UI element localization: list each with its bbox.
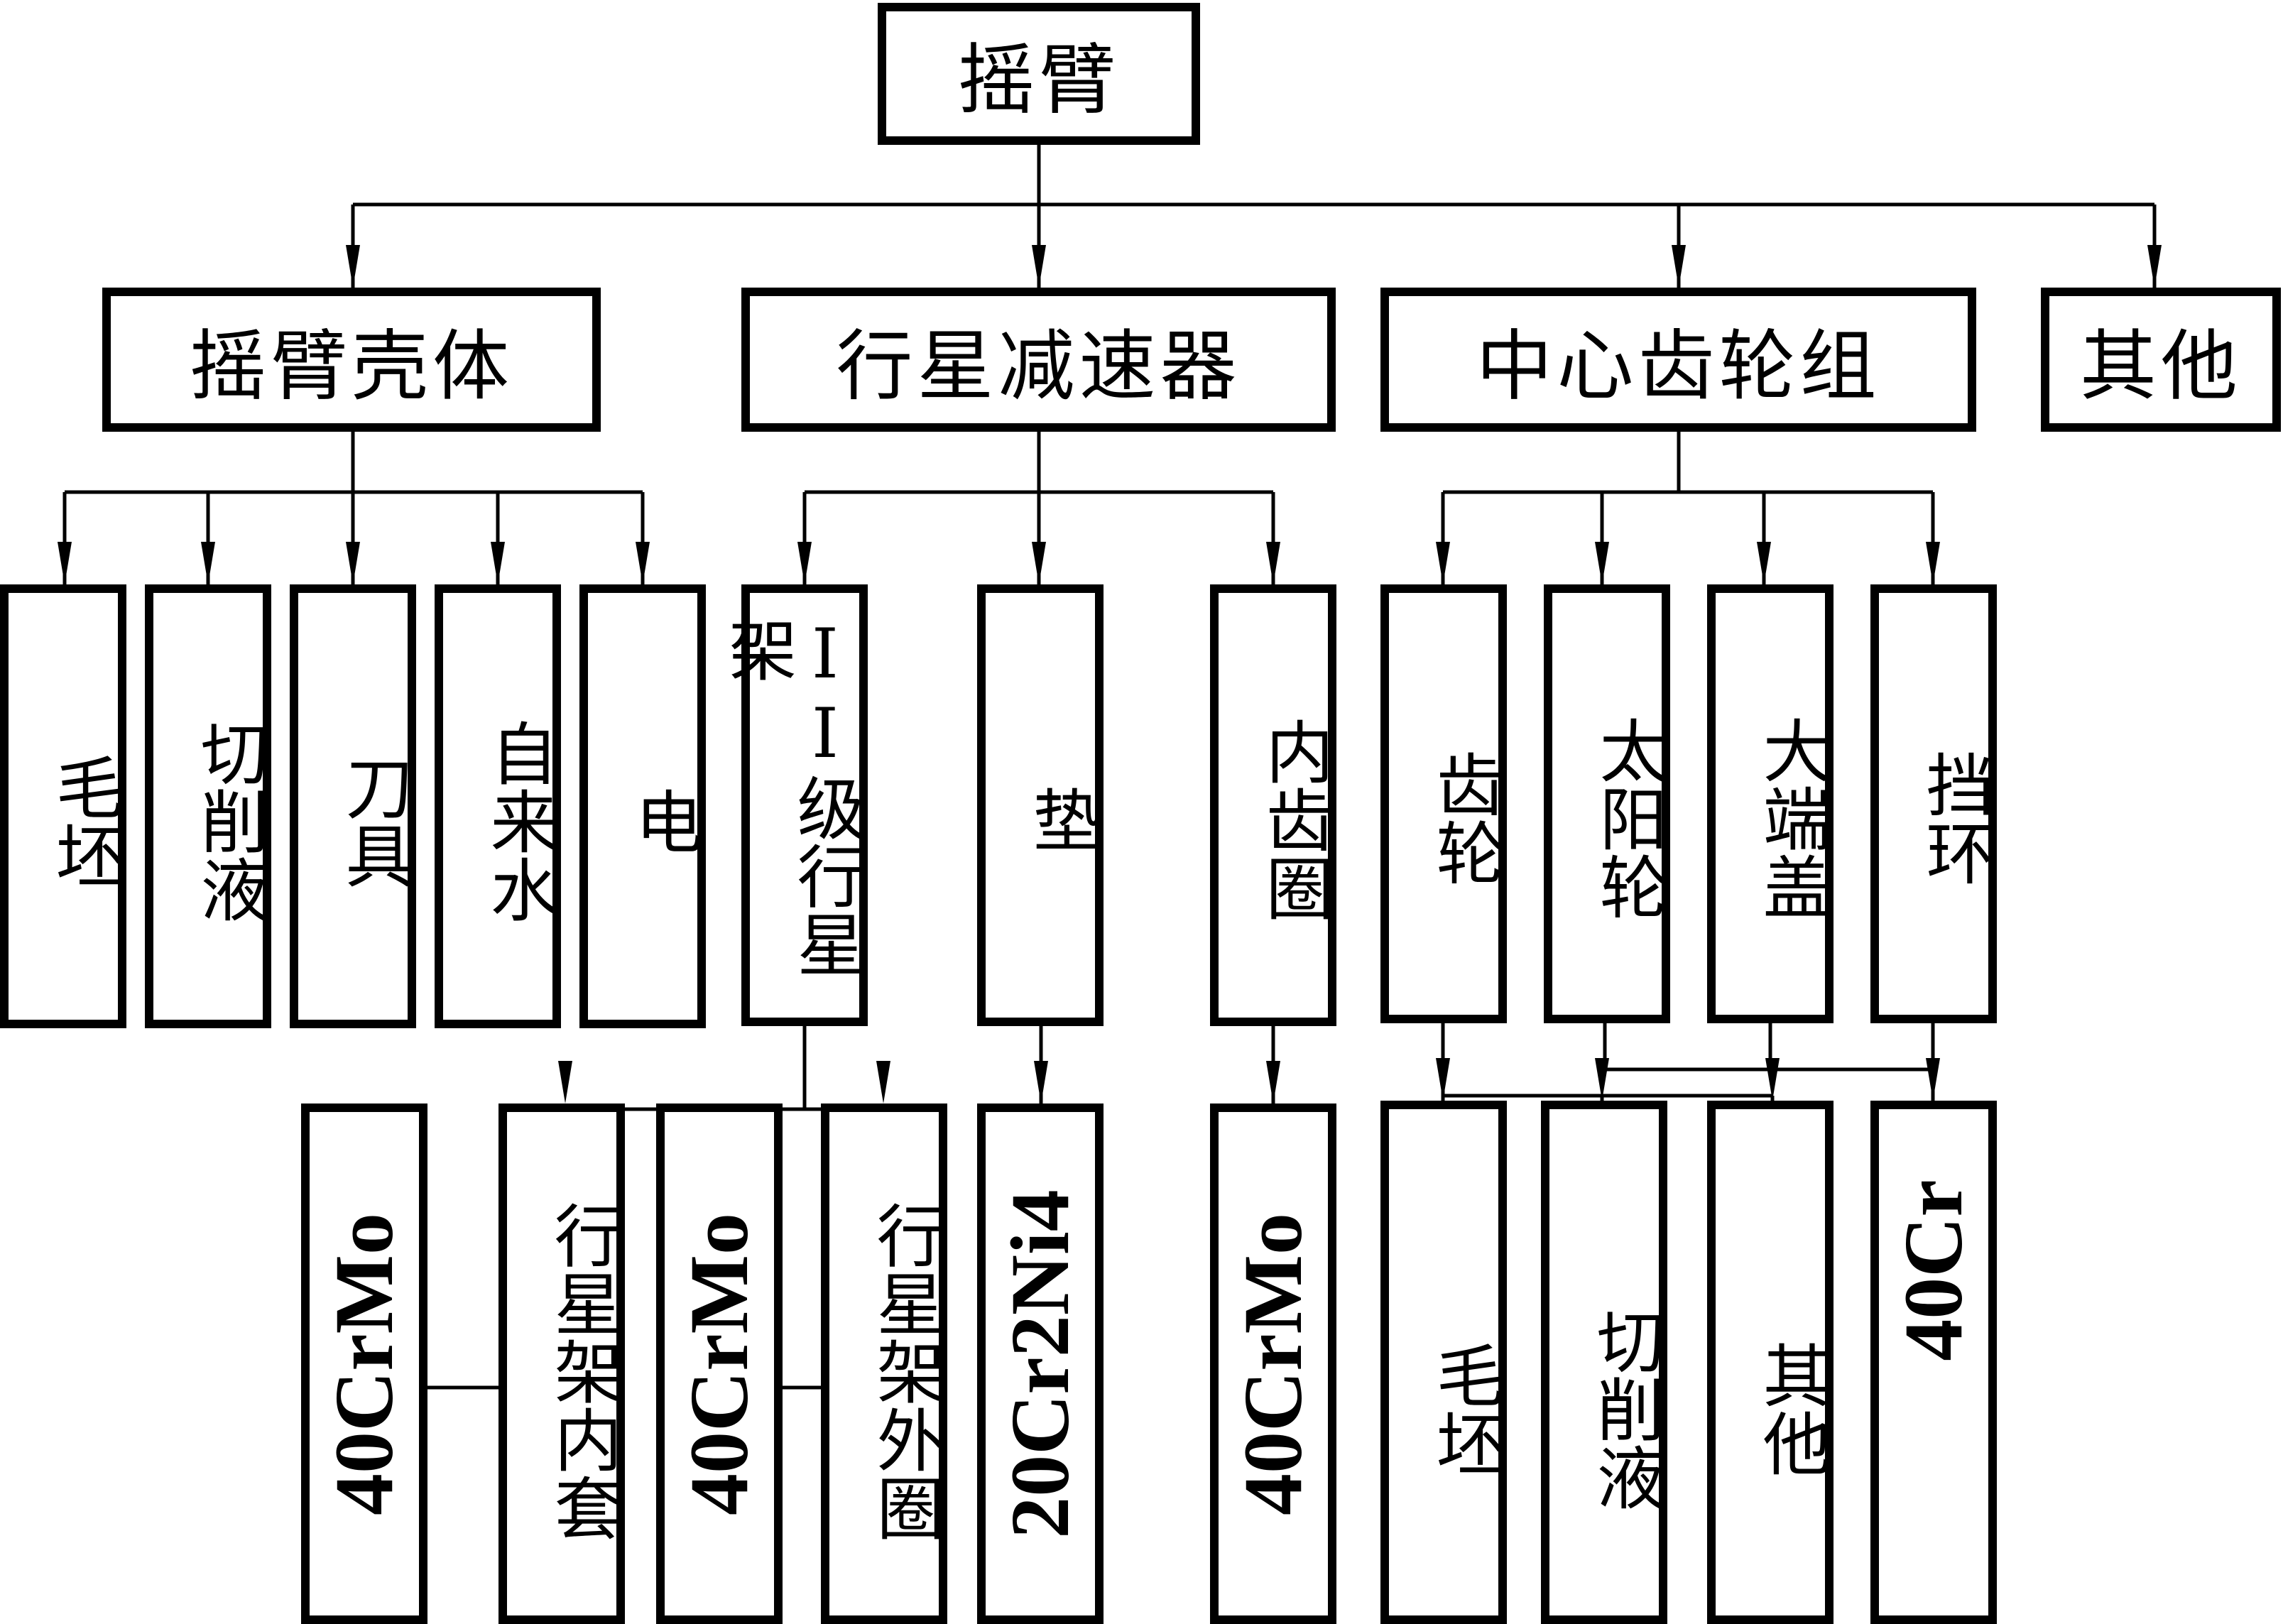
node-carrier-inner-material: 40CrMo — [301, 1103, 427, 1624]
arrow-head-icon — [1436, 542, 1450, 584]
arrow-head-icon — [2147, 245, 2162, 288]
node-gear-blank-label: 毛坯 — [1424, 1340, 1504, 1477]
node-gear-blank: 毛坯 — [1380, 1101, 1507, 1624]
node-washer-label: 垫 — [1021, 785, 1101, 854]
arrow-head-icon — [558, 1061, 572, 1103]
node-gear-other: 其他 — [1707, 1101, 1834, 1624]
node-center-gear-group: 中心齿轮组 — [1380, 288, 1976, 432]
arrow-head-icon — [346, 542, 360, 584]
arrow-head-icon — [636, 542, 650, 584]
arrow-head-icon — [1266, 1061, 1280, 1103]
arrow-head-icon — [1032, 245, 1046, 288]
arrow-head-icon — [1032, 542, 1046, 584]
node-housing-tap-water-label: 自来水 — [479, 718, 558, 923]
arrow-head-icon — [1926, 542, 1940, 584]
node-housing-electricity: 电 — [579, 584, 706, 1028]
node-large-end-cover: 大端盖 — [1707, 584, 1834, 1023]
arrow-head-icon — [346, 245, 360, 288]
arrow-head-icon — [876, 1061, 890, 1103]
node-sun-gear-label: 太阳轮 — [1588, 716, 1667, 920]
node-gear-other-label: 其他 — [1751, 1340, 1831, 1477]
arrow-head-icon — [1672, 245, 1686, 288]
arrow-head-icon — [58, 542, 72, 584]
node-planetary-reducer-label: 行星减速器 — [836, 322, 1241, 411]
node-gear: 齿轮 — [1380, 584, 1507, 1023]
node-carrier-outer-ring: 行星架外圈 — [821, 1103, 947, 1624]
node-other: 其他 — [2041, 288, 2281, 432]
node-housing: 摇臂壳体 — [102, 288, 601, 432]
node-ring-gear-material: 40CrMo — [1210, 1103, 1336, 1624]
node-carrier-inner-sleeve-label: 行星架内套 — [543, 1200, 622, 1542]
node-root: 摇臂 — [878, 3, 1200, 145]
node-stage2-planet-carrier-label: II级行星架 — [717, 614, 865, 978]
node-housing-tool-label: 刀具 — [334, 752, 413, 889]
node-washer-material-label: 20Cr2Ni4 — [993, 1189, 1086, 1539]
node-center-gear-group-label: 中心齿轮组 — [1476, 322, 1881, 411]
node-housing-blank: 毛坯 — [0, 584, 126, 1028]
node-carrier-outer-ring-label: 行星架外圈 — [865, 1200, 944, 1542]
node-planetary-reducer: 行星减速器 — [741, 288, 1336, 432]
arrow-head-icon — [1595, 542, 1609, 584]
node-washer: 垫 — [977, 584, 1104, 1026]
node-gear-label: 齿轮 — [1424, 750, 1504, 886]
node-carrier-outer-material-label: 40CrMo — [672, 1212, 765, 1515]
node-sun-gear: 太阳轮 — [1544, 584, 1670, 1023]
node-ring-gear-material-label: 40CrMo — [1226, 1212, 1319, 1515]
node-housing-tool: 刀具 — [290, 584, 416, 1028]
node-housing-label: 摇臂壳体 — [189, 322, 513, 411]
arrow-head-icon — [797, 542, 812, 584]
arrow-head-icon — [491, 542, 505, 584]
node-ring-group-material: 40Cr — [1870, 1101, 1997, 1624]
node-gear-cutting-fluid: 切削液 — [1541, 1101, 1667, 1624]
node-housing-cutting-fluid-label: 切削液 — [189, 718, 268, 923]
node-housing-blank-label: 毛坯 — [44, 752, 124, 889]
arrow-head-icon — [1757, 542, 1771, 584]
node-ring-gear: 内齿圈 — [1210, 584, 1336, 1026]
node-housing-tap-water: 自来水 — [435, 584, 561, 1028]
node-other-label: 其他 — [2079, 322, 2242, 411]
arrow-head-icon — [201, 542, 215, 584]
arrow-head-icon — [1266, 542, 1280, 584]
node-carrier-inner-sleeve: 行星架内套 — [498, 1103, 625, 1624]
node-washer-material: 20Cr2Ni4 — [977, 1103, 1104, 1624]
node-ring-gear-label: 内齿圈 — [1254, 717, 1334, 922]
arrow-head-icon — [1436, 1058, 1450, 1101]
node-housing-electricity-label: 电 — [623, 786, 703, 855]
node-stage2-planet-carrier: II级行星架 — [717, 584, 868, 1026]
node-retaining-ring: 挡环 — [1870, 584, 1997, 1023]
node-retaining-ring-label: 挡环 — [1914, 750, 1994, 886]
arrow-head-icon — [1034, 1061, 1048, 1103]
node-carrier-outer-material: 40CrMo — [656, 1103, 783, 1624]
arrow-head-icon — [1926, 1058, 1940, 1101]
node-housing-cutting-fluid: 切削液 — [145, 584, 271, 1028]
node-large-end-cover-label: 大端盖 — [1751, 716, 1831, 920]
node-gear-cutting-fluid-label: 切削液 — [1585, 1306, 1664, 1511]
node-ring-group-material-label: 40Cr — [1887, 1179, 1980, 1361]
node-carrier-inner-material-label: 40CrMo — [317, 1212, 410, 1515]
node-root-label: 摇臂 — [957, 36, 1120, 125]
